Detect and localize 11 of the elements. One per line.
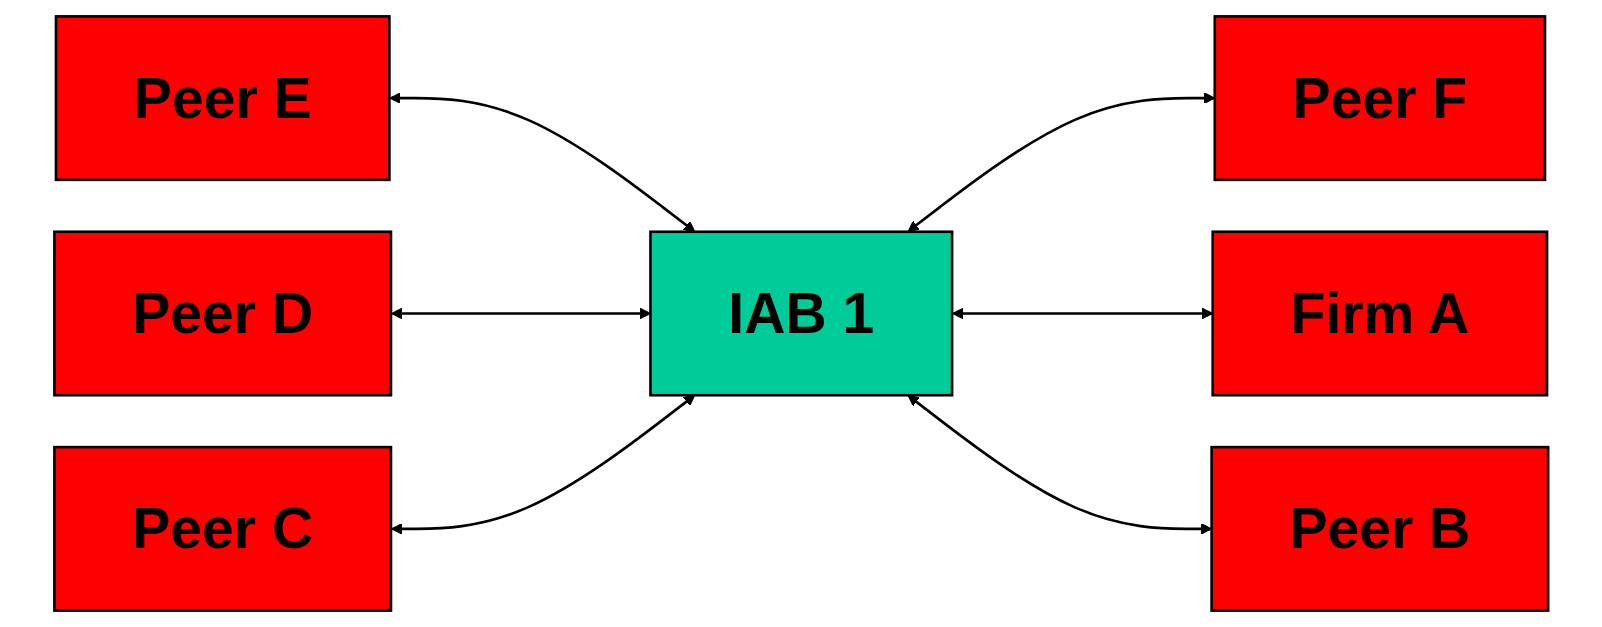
node-box: Peer E (54, 15, 391, 182)
node-box: Peer F (1213, 15, 1546, 182)
node-box: Peer D (52, 230, 392, 397)
arrow (907, 92, 1215, 232)
arrow (390, 307, 651, 320)
node-box: Peer C (52, 445, 392, 612)
arrow (951, 307, 1213, 320)
node-box: Peer B (1210, 445, 1550, 612)
node-box: Firm A (1211, 230, 1549, 397)
node-box: IAB 1 (648, 230, 954, 397)
arrow (907, 395, 1212, 535)
